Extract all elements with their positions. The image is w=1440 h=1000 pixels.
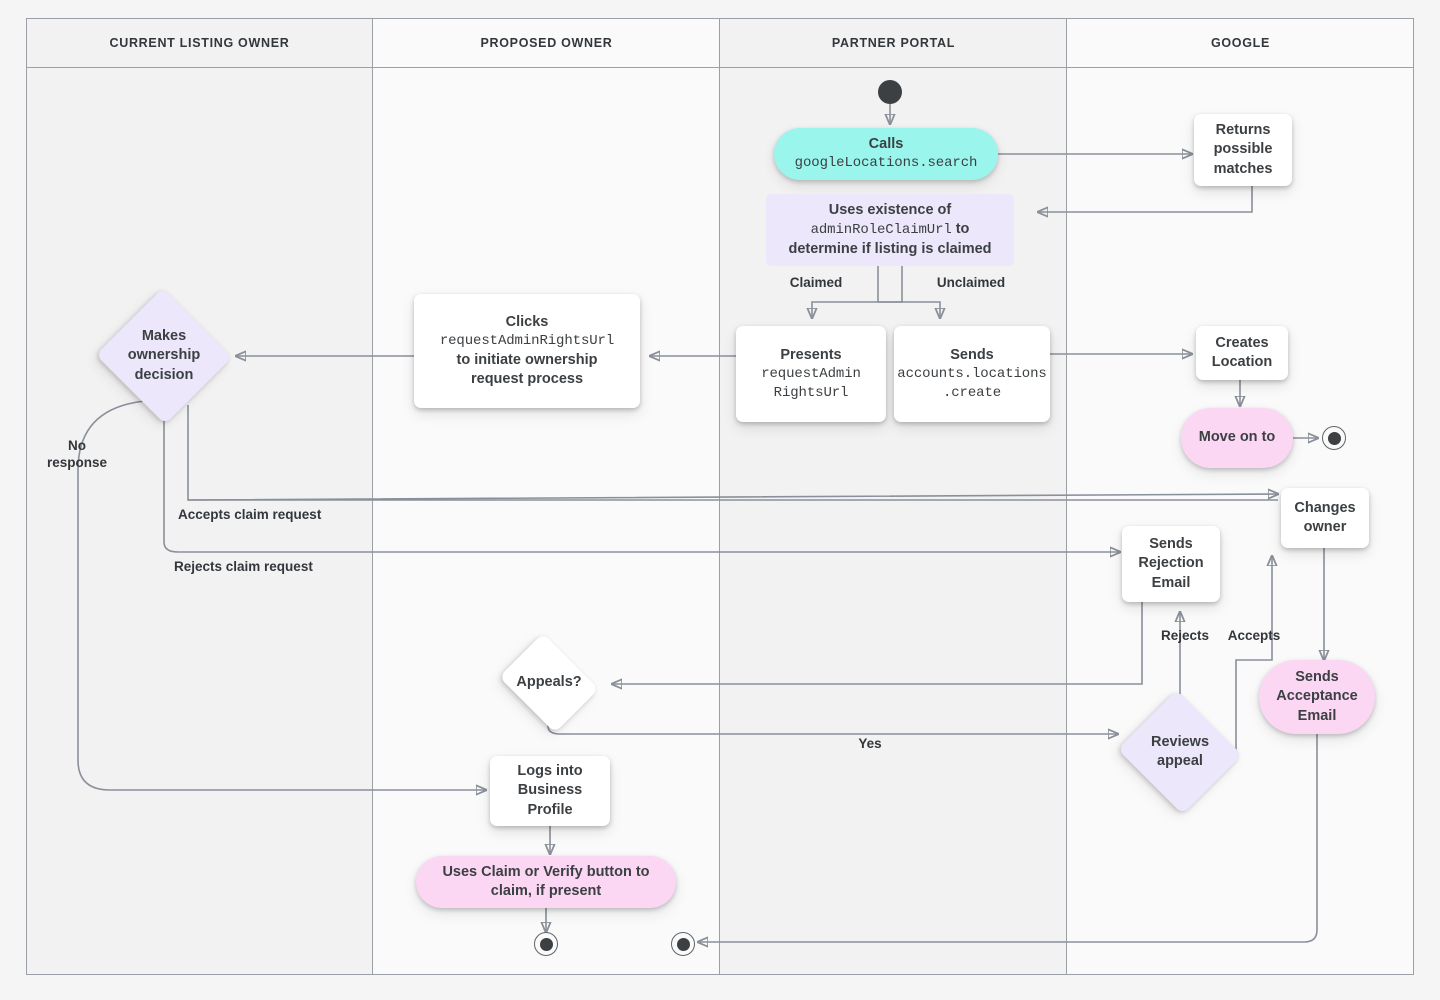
node-line-1: Presents (780, 346, 842, 363)
node-line-2-suffix: to (951, 221, 970, 238)
edge-label-claimed: Claimed (789, 275, 843, 290)
node-sends-rejection-email[interactable]: Sends Rejection Email (1122, 526, 1220, 602)
node-line-1: Clicks (505, 314, 549, 331)
node-presents-request-admin-rights-url[interactable]: Presents requestAdmin RightsUrl (736, 326, 886, 422)
node-line-2: Acceptance (1276, 688, 1358, 705)
node-line-2: possible (1213, 141, 1273, 158)
node-line-3: Profile (527, 801, 573, 818)
node-line-3: matches (1213, 160, 1273, 177)
end-node-google (1322, 426, 1346, 450)
node-logs-into-business-profile[interactable]: Logs into Business Profile (490, 756, 610, 826)
node-line-1: Uses existence of (828, 202, 952, 219)
node-sends-accounts-locations-create[interactable]: Sends accounts.locations .create (894, 326, 1050, 422)
node-line-1: Logs into (517, 763, 583, 780)
node-line-3: .create (942, 384, 1002, 401)
node-line-3: RightsUrl (773, 384, 849, 401)
edge-label-rejects-claim: Rejects claim request (174, 559, 313, 574)
node-line-1: Sends (950, 346, 994, 363)
node-changes-owner[interactable]: Changes owner (1281, 488, 1369, 548)
lane-header-current-listing-owner: CURRENT LISTING OWNER (26, 18, 373, 68)
node-line-1: Appeals? (516, 674, 582, 691)
node-line-2: ownership (127, 347, 201, 364)
node-line-2: requestAdmin (761, 366, 861, 383)
lane-header-partner-portal: PARTNER PORTAL (720, 18, 1067, 68)
node-line-2: claim, if present (490, 883, 602, 899)
node-line-1: Sends (1295, 669, 1339, 686)
node-line-1: Makes (141, 328, 187, 345)
node-line-1: Changes (1294, 499, 1356, 516)
node-line-3: to initiate ownership (456, 351, 598, 368)
node-uses-claim-or-verify-button[interactable]: Uses Claim or Verify button to claim, if… (416, 856, 676, 908)
node-line-1: Creates (1215, 334, 1269, 351)
node-creates-location[interactable]: Creates Location (1196, 326, 1288, 380)
node-line-3: decision (134, 366, 194, 383)
node-line-2: appeal (1157, 753, 1203, 769)
node-clicks-request-admin-rights-url[interactable]: Clicks requestAdminRightsUrl to initiate… (414, 294, 640, 408)
node-returns-possible-matches[interactable]: Returns possible matches (1194, 114, 1292, 186)
edge-label-no-response: No response (46, 438, 108, 471)
diamond-label: Reviews appeal (1151, 733, 1209, 771)
edge-label-unclaimed: Unclaimed (936, 275, 1006, 290)
node-line-3: determine if listing is claimed (788, 240, 992, 257)
node-line-2: Location (1211, 354, 1273, 370)
node-line-2: Business (517, 782, 583, 799)
node-calls-google-locations-search[interactable]: Calls googleLocations.search (774, 128, 998, 180)
node-move-on-to[interactable]: Move on to (1181, 408, 1293, 468)
node-line-4: request process (470, 370, 584, 387)
node-line-2: owner (1303, 519, 1347, 535)
node-line-1: Reviews (1150, 733, 1210, 750)
node-line-2: adminRoleClaimUrl to (811, 220, 970, 239)
node-line-1: Returns (1215, 122, 1271, 139)
lane-proposed-owner (373, 18, 720, 975)
lane-header-google: GOOGLE (1067, 18, 1414, 68)
edge-label-accepts-claim: Accepts claim request (178, 507, 322, 522)
end-node-proposed-owner (534, 932, 558, 956)
diamond-label: Appeals? (516, 673, 581, 692)
node-line-1: Uses Claim or Verify button to (442, 863, 650, 880)
lane-current-listing-owner (26, 18, 373, 975)
node-line-1: Move on to (1198, 429, 1276, 446)
node-sends-acceptance-email[interactable]: Sends Acceptance Email (1259, 660, 1375, 734)
lane-header-proposed-owner: PROPOSED OWNER (373, 18, 720, 68)
edge-label-yes: Yes (858, 736, 882, 751)
node-line-1: Sends (1149, 536, 1193, 553)
diamond-label: Makes ownership decision (128, 327, 201, 384)
node-line-2: Rejection (1138, 555, 1204, 572)
node-line-2: accounts.locations (897, 366, 1047, 383)
node-line-3: Email (1151, 574, 1191, 591)
edge-label-rejects: Rejects (1160, 628, 1210, 643)
end-node-partner-portal (671, 932, 695, 956)
node-line-1: Calls (868, 136, 904, 153)
node-line-2: googleLocations.search (794, 155, 978, 172)
node-appeals-decision[interactable]: Appeals? (494, 633, 604, 733)
edge-label-accepts: Accepts (1227, 628, 1281, 643)
node-reviews-appeal[interactable]: Reviews appeal (1116, 689, 1244, 815)
start-node (878, 80, 902, 104)
node-line-2: requestAdminRightsUrl (439, 333, 615, 350)
node-line-3: Email (1297, 707, 1337, 724)
node-code-admin-role-claim-url: adminRoleClaimUrl (810, 222, 952, 239)
node-uses-existence-of-admin-role-claim-url[interactable]: Uses existence of adminRoleClaimUrl to d… (766, 194, 1014, 266)
node-makes-ownership-decision[interactable]: Makes ownership decision (95, 287, 233, 425)
